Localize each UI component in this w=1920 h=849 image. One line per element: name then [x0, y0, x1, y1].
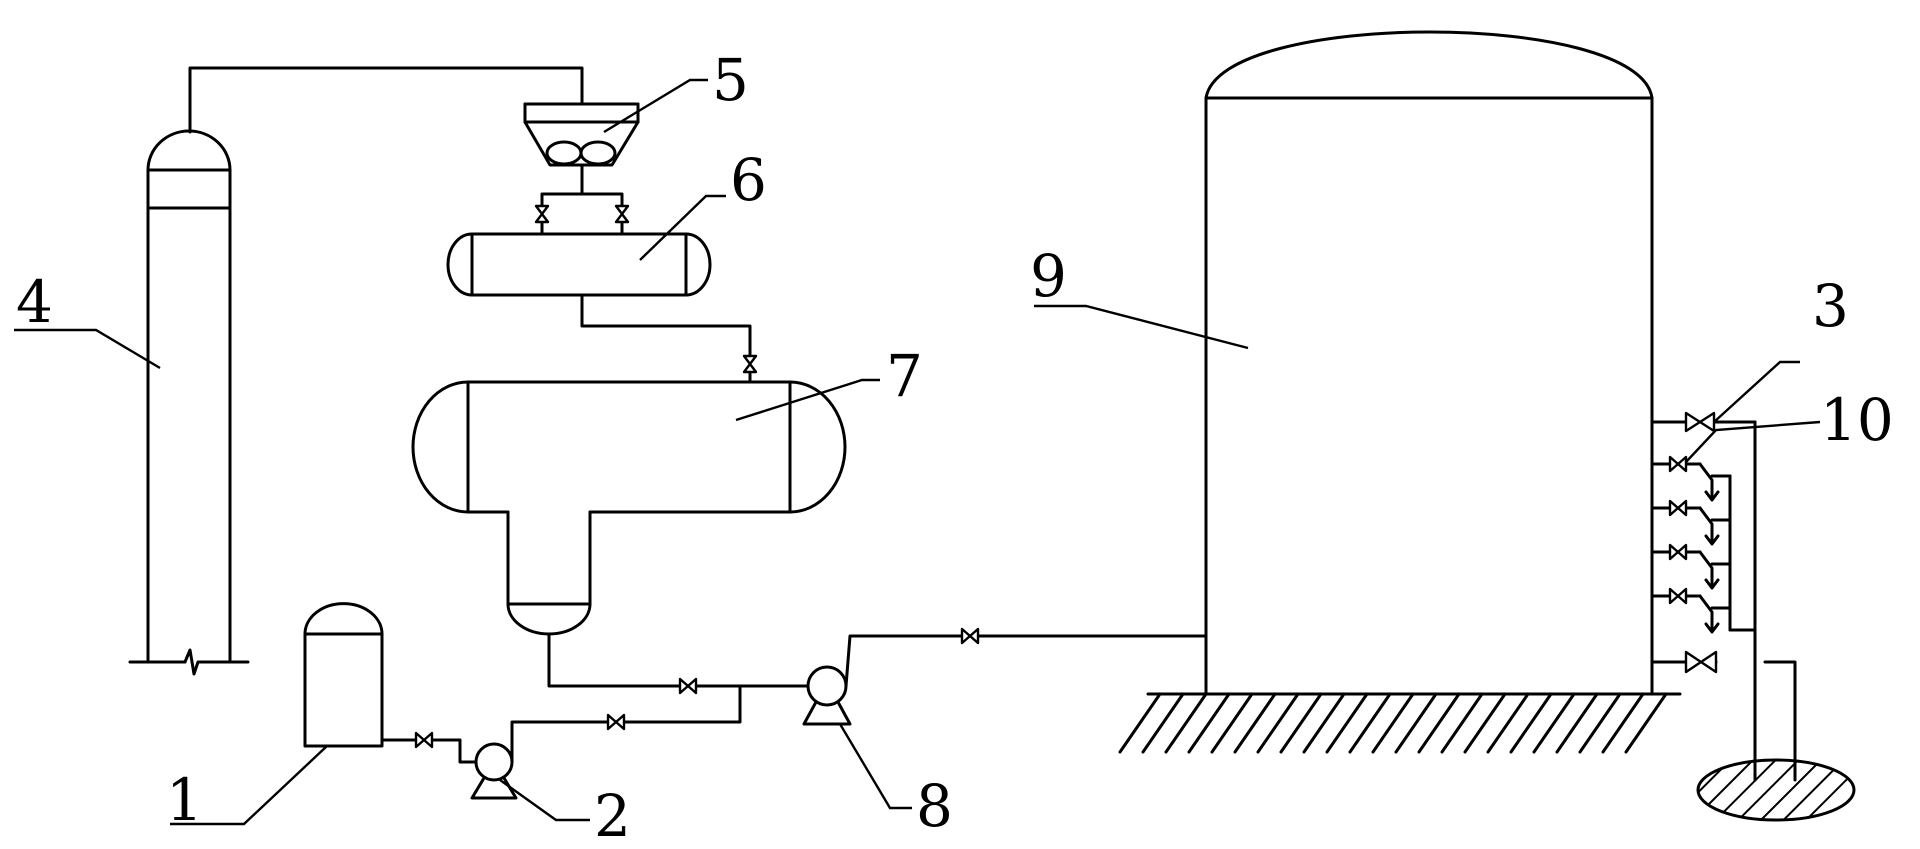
leader-lines: [14, 78, 1821, 826]
ground-hatch-line: [1555, 692, 1599, 754]
label-7: 7: [886, 342, 923, 410]
tank-7: [411, 380, 847, 636]
label-6: 6: [730, 146, 767, 214]
drum-6: [446, 232, 712, 297]
ground-hatch-line: [1302, 692, 1346, 754]
ground-hatch-line: [1279, 692, 1323, 754]
pump-2: [470, 742, 518, 800]
sampling-valve: [1650, 587, 1732, 634]
sampling-valve: [1650, 499, 1732, 546]
valve-8-9: [960, 627, 980, 645]
ground-hatch-line: [1601, 692, 1645, 754]
ground-hatch-line: [1578, 692, 1622, 754]
pipe-6-to-7: [580, 293, 752, 384]
label-5: 5: [712, 46, 749, 114]
valve-1-2: [414, 731, 434, 749]
sampling-valves-10: [1650, 411, 1797, 782]
ground-hatch-line: [1394, 692, 1438, 754]
pipe-7-to-8: [547, 632, 810, 688]
pipe-4-to-5: [188, 66, 584, 134]
valve-5-6-right: [614, 204, 630, 224]
label-8: 8: [916, 772, 953, 840]
ground-hatch-line: [1624, 692, 1668, 754]
ground-hatch-line: [1509, 692, 1553, 754]
pipe-8-to-9: [844, 634, 1208, 688]
sampling-valve: [1650, 455, 1732, 502]
ground-hatch-line: [1463, 692, 1507, 754]
ground-hatch-line: [1210, 692, 1254, 754]
ground-hatch-line: [1164, 692, 1208, 754]
ground-hatch-line: [1118, 692, 1162, 754]
ground-hatch-line: [1486, 692, 1530, 754]
tank-1: [303, 602, 384, 748]
ground-hatch-line: [1371, 692, 1415, 754]
valve-5-6-left: [534, 204, 550, 224]
ground-hatch-line: [1141, 692, 1185, 754]
ground-hatch-line: [1532, 692, 1576, 754]
column-4: [128, 129, 250, 676]
label-3: 3: [1812, 272, 1849, 340]
pipe-2-to-junction: [510, 684, 742, 764]
sampling-valve: [1650, 543, 1732, 590]
valve-7-8: [678, 677, 698, 695]
ground-hatch-line: [1256, 692, 1300, 754]
feeder-5: [523, 102, 640, 167]
ground-hatch-line: [1233, 692, 1277, 754]
pipe-5-to-6: [540, 163, 624, 236]
label-9: 9: [1030, 242, 1067, 310]
ground-hatch-line: [1417, 692, 1461, 754]
ground-hatch: [1118, 692, 1682, 754]
ground-hatch-line: [1440, 692, 1484, 754]
valve-6-7: [742, 354, 758, 374]
label-10: 10: [1820, 386, 1894, 454]
label-1: 1: [166, 766, 203, 834]
storage-tank-9: [1204, 30, 1654, 696]
pump-8: [802, 665, 852, 726]
labels: 4 5 6 7 9 3 10 1 2 8: [16, 46, 1894, 849]
valve-2-junction: [606, 713, 626, 731]
ground-hatch-line: [1325, 692, 1369, 754]
label-4: 4: [16, 268, 53, 336]
ground-hatch-line: [1348, 692, 1392, 754]
label-2: 2: [594, 782, 631, 849]
ground-hatch-line: [1187, 692, 1231, 754]
drain-pit: [1696, 758, 1856, 822]
